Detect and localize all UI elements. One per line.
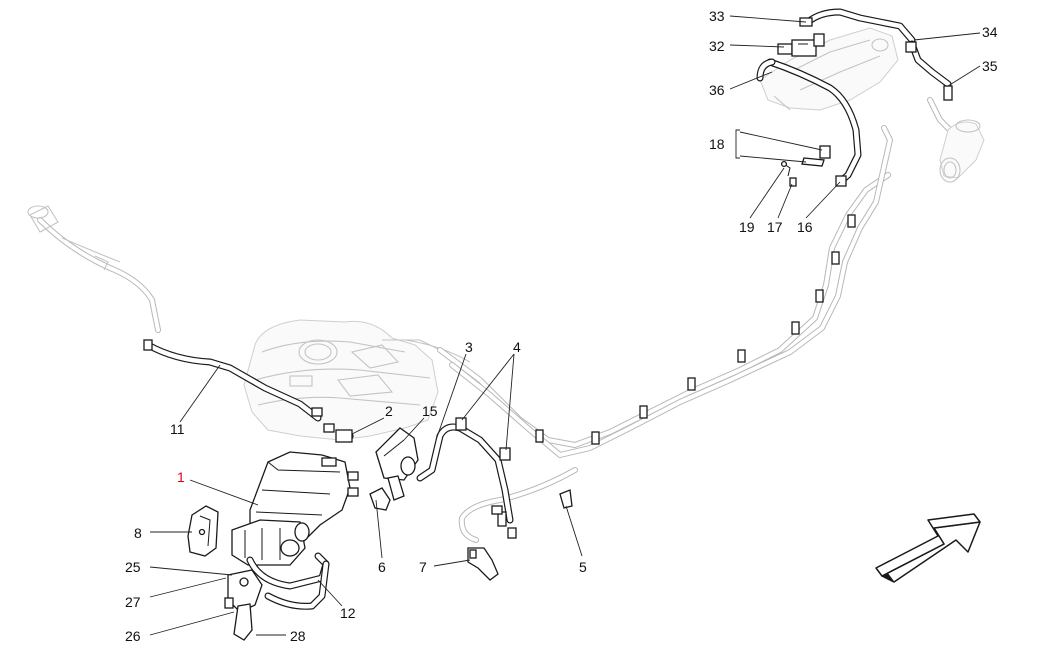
fuel-tank-ghost bbox=[243, 319, 471, 441]
part-36-line bbox=[756, 58, 776, 82]
part-34-hose bbox=[905, 40, 952, 88]
callouts: 33 32 36 34 35 18 19 17 16 3 4 2 15 11 1… bbox=[125, 8, 998, 644]
callout-36: 36 bbox=[709, 82, 725, 98]
part-1-canister bbox=[231, 429, 359, 566]
callout-25: 25 bbox=[125, 559, 141, 575]
part-7-bracket bbox=[467, 547, 499, 581]
callout-5: 5 bbox=[579, 559, 587, 575]
part-19-screw bbox=[780, 160, 791, 177]
callout-6: 6 bbox=[378, 559, 386, 575]
part-8-bracket bbox=[187, 505, 219, 557]
callout-26: 26 bbox=[125, 628, 141, 644]
callout-18: 18 bbox=[709, 136, 725, 152]
part-3-line bbox=[416, 423, 517, 539]
callout-19: 19 bbox=[739, 219, 755, 235]
callout-17: 17 bbox=[767, 219, 783, 235]
part-15-valve-block bbox=[375, 427, 419, 501]
part-4-clips bbox=[455, 417, 511, 461]
callout-3: 3 bbox=[465, 339, 473, 355]
part-11-vent-hose bbox=[143, 339, 335, 433]
callout-8: 8 bbox=[134, 525, 142, 541]
part-17-spacer bbox=[789, 177, 797, 187]
callout-16: 16 bbox=[797, 219, 813, 235]
direction-arrow-icon bbox=[875, 513, 981, 583]
part-16-purge-hose bbox=[766, 58, 862, 187]
callout-28: 28 bbox=[290, 628, 306, 644]
callout-32: 32 bbox=[709, 38, 725, 54]
part-32-valve bbox=[777, 33, 825, 57]
callout-2: 2 bbox=[385, 403, 393, 419]
callout-27: 27 bbox=[125, 594, 141, 610]
part-35-fitting bbox=[927, 85, 953, 133]
part-6-clip bbox=[369, 487, 391, 511]
callout-33: 33 bbox=[709, 8, 725, 24]
callout-1: 1 bbox=[177, 469, 185, 485]
callout-34: 34 bbox=[982, 24, 998, 40]
fuel-line-ghost bbox=[437, 125, 893, 543]
callout-12: 12 bbox=[340, 605, 356, 621]
callout-7: 7 bbox=[419, 559, 427, 575]
turbo-inlet-ghost bbox=[939, 119, 985, 183]
callout-11: 11 bbox=[170, 421, 185, 437]
callout-15: 15 bbox=[422, 403, 438, 419]
leader-lines bbox=[149, 15, 981, 636]
part-12-hoses bbox=[224, 552, 330, 641]
filler-neck-ghost bbox=[27, 205, 161, 333]
part-5-clip bbox=[559, 489, 573, 509]
callout-4: 4 bbox=[513, 339, 521, 355]
callout-35: 35 bbox=[982, 58, 998, 74]
